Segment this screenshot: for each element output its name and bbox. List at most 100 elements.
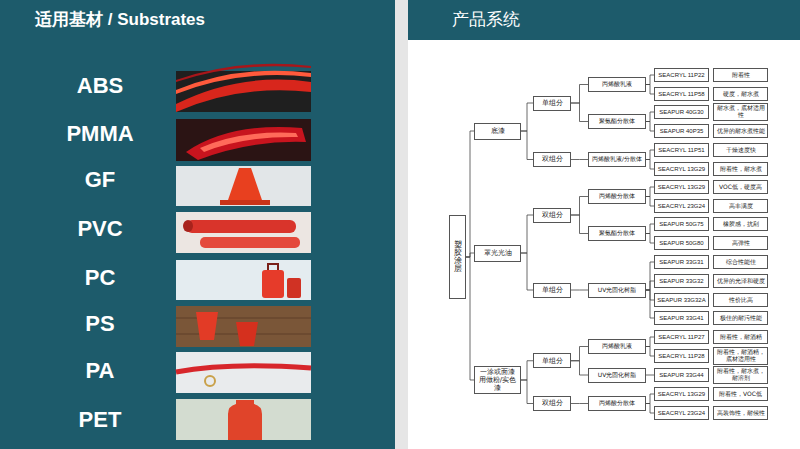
photo-ground <box>176 212 311 253</box>
feature-box: 高丰满度 <box>713 199 768 213</box>
node-text: 耐水煮，底材适用性 <box>716 105 765 119</box>
resin-box: UV光固化树脂 <box>588 283 646 298</box>
panel-title: 适用基材 / Substrates <box>35 8 205 31</box>
photo-ground <box>176 399 311 440</box>
feature-box: 橡胶感，抗刮 <box>713 217 768 231</box>
node-text: SEACRYL 11P51 <box>658 147 704 154</box>
tree-connector <box>466 131 474 257</box>
pa-photo <box>176 352 311 393</box>
tree-connector <box>646 281 654 290</box>
photo-ground <box>176 306 311 347</box>
node-text: 附着性，耐水煮，耐溶剂 <box>716 368 765 382</box>
component-box: 双组分 <box>533 396 571 411</box>
photo-shape <box>186 127 306 160</box>
resin-box: 丙烯酸乳液/分散体 <box>588 152 646 167</box>
tree-connector <box>521 253 533 290</box>
node-text: UV光固化树脂 <box>598 372 637 379</box>
tree-connector <box>646 150 654 160</box>
product-box: SEACRYL 11P22 <box>654 68 709 82</box>
component-box: 单组分 <box>533 283 571 298</box>
tree-connector <box>521 131 533 160</box>
feature-box: 综合性能佳 <box>713 255 768 269</box>
node-text: 单组分 <box>542 286 563 294</box>
node-text: SEAPUR 40P35 <box>660 128 704 135</box>
tree-connector <box>571 103 588 122</box>
component-box: 单组分 <box>533 353 571 368</box>
feature-box: 硬度，耐水煮 <box>713 87 768 101</box>
tree-connector <box>571 85 588 104</box>
node-text: 双组分 <box>542 155 563 163</box>
substrate-name: GF <box>85 167 116 193</box>
substrate-name: PMMA <box>66 121 133 147</box>
resin-box: 丙烯酸分散体 <box>588 396 646 411</box>
tree-connector <box>466 257 474 380</box>
tree-connector <box>646 160 654 170</box>
node-text: 优异的耐水煮性能 <box>717 128 765 135</box>
node-text: 丙烯酸分散体 <box>599 400 635 407</box>
node-text: 底漆 <box>491 127 505 135</box>
photo-ground <box>176 119 311 161</box>
panel-gap <box>395 0 408 449</box>
node-text: SEAPUR 40G30 <box>659 109 703 116</box>
feature-box: 附着性，耐酒精 <box>713 330 768 344</box>
photo-shape <box>176 366 311 372</box>
tree-connector <box>646 224 654 234</box>
node-text: SEACRYL 11P28 <box>658 353 704 360</box>
node-text: 硬度，耐水煮 <box>723 91 759 98</box>
tree-connector <box>571 290 588 291</box>
photo-shape <box>205 376 215 386</box>
tree-connector <box>646 375 654 376</box>
node-text: SEACRYL 13G29 <box>658 391 705 398</box>
feature-box: 优异的光泽和硬度 <box>713 274 768 288</box>
node-text: 综合性能佳 <box>726 259 756 266</box>
feature-box: 优异的耐水煮性能 <box>713 124 768 138</box>
gf-photo <box>176 166 311 206</box>
node-text: SEACRYL 23G24 <box>658 203 705 210</box>
tree-connector <box>571 215 588 234</box>
tree-connector <box>646 404 654 414</box>
node-text: SEACRYL 23G24 <box>658 410 705 417</box>
photo-shape <box>200 133 298 152</box>
tree-connector <box>646 290 654 318</box>
substrate-name: PC <box>85 265 116 291</box>
product-box: SEACRYL 11P51 <box>654 143 709 157</box>
ps-photo <box>176 306 311 347</box>
product-box: SEAPUR 50G75 <box>654 217 709 231</box>
tree-connector <box>646 234 654 244</box>
node-text: 罩光光油 <box>484 249 512 257</box>
tree-connector <box>571 347 588 361</box>
feature-box: 附着性，耐水煮 <box>713 162 768 176</box>
photo-shape <box>262 270 284 298</box>
tree-connector <box>521 380 533 404</box>
resin-box: 丙烯酸分散体 <box>588 189 646 204</box>
category-box: 底漆 <box>474 123 521 140</box>
root-box: 塑胶涂层 <box>449 215 466 299</box>
photo-shape <box>176 64 311 82</box>
product-box: SEAPUR 40P35 <box>654 124 709 138</box>
product-box: SEAPUR 50G80 <box>654 236 709 250</box>
node-text: 极佳的耐污性能 <box>720 315 762 322</box>
substrate-name: PVC <box>77 216 122 242</box>
tree-connector <box>466 253 474 257</box>
substrate-name: ABS <box>77 73 123 99</box>
product-box: SEAPUR 33G41 <box>654 311 709 325</box>
tree-connector <box>646 122 654 132</box>
tree-connector <box>646 187 654 197</box>
feature-box: 附着性 <box>713 68 768 82</box>
node-text: 高丰满度 <box>729 203 753 210</box>
resin-box: 聚氨酯分散体 <box>588 114 646 129</box>
feature-box: 高装饰性，耐候性 <box>713 406 768 420</box>
product-box: SEACRYL 13G29 <box>654 180 709 194</box>
substrate-name: PET <box>79 407 122 433</box>
node-text: SEAPUR 33G41 <box>659 315 703 322</box>
photo-shape <box>236 322 258 346</box>
tree-connector <box>521 361 533 380</box>
node-text: 双组分 <box>542 399 563 407</box>
component-box: 双组分 <box>533 152 571 167</box>
node-text: SEAPUR 33G31 <box>659 259 703 266</box>
feature-box: 附着性，VOC低 <box>713 387 768 401</box>
substrate-name: PS <box>85 311 114 337</box>
photo-shape <box>228 400 262 440</box>
tree-connector <box>571 403 588 404</box>
node-text: 干燥速度快 <box>726 147 756 154</box>
